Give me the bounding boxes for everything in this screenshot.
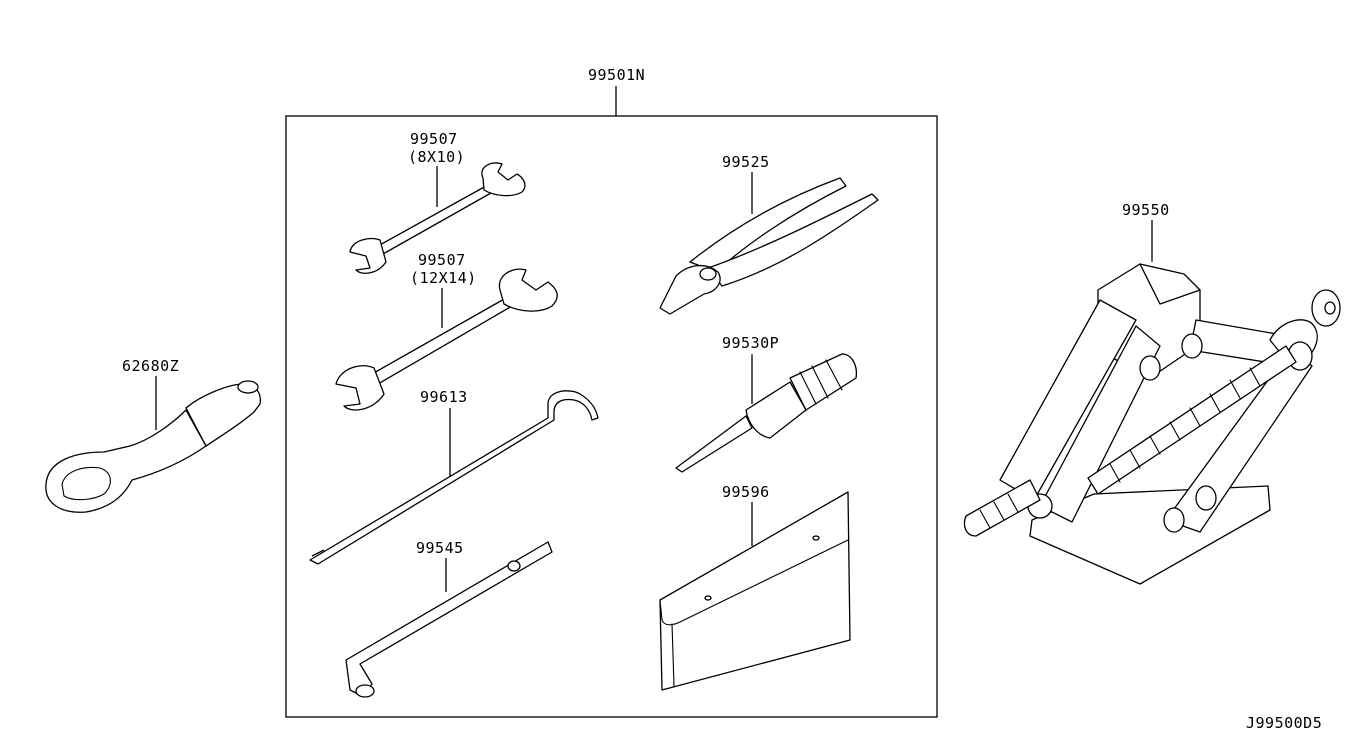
- wrench-small-number: 99507: [410, 130, 458, 148]
- tow-hook[interactable]: 62680Z: [45, 357, 262, 513]
- jack-number: 99550: [1122, 201, 1170, 219]
- tool-bag-number: 99596: [722, 483, 770, 501]
- wrench-large-spec: (12X14): [410, 269, 477, 287]
- drawing-code: J99500D5: [1246, 714, 1322, 732]
- kit-part-number: 99501N: [588, 66, 645, 84]
- jack-handle-rod-number: 99613: [420, 388, 468, 406]
- pliers-number: 99525: [722, 153, 770, 171]
- wrench-small[interactable]: 99507 (8X10): [349, 130, 526, 274]
- jack[interactable]: 99550: [963, 201, 1341, 585]
- wheel-wrench[interactable]: 99545: [345, 539, 553, 698]
- pliers[interactable]: 99525: [659, 153, 879, 315]
- tool-kit-box: [285, 115, 938, 718]
- jack-handle-rod[interactable]: 99613: [309, 388, 599, 565]
- screwdriver-number: 99530P: [722, 334, 779, 352]
- wheel-wrench-number: 99545: [416, 539, 464, 557]
- tow-hook-number: 62680Z: [122, 357, 179, 375]
- screwdriver[interactable]: 99530P: [675, 334, 858, 473]
- wrench-large-number: 99507: [418, 251, 466, 269]
- wrench-small-spec: (8X10): [408, 148, 465, 166]
- tool-bag[interactable]: 99596: [659, 483, 851, 691]
- wrench-large[interactable]: 99507 (12X14): [335, 251, 558, 411]
